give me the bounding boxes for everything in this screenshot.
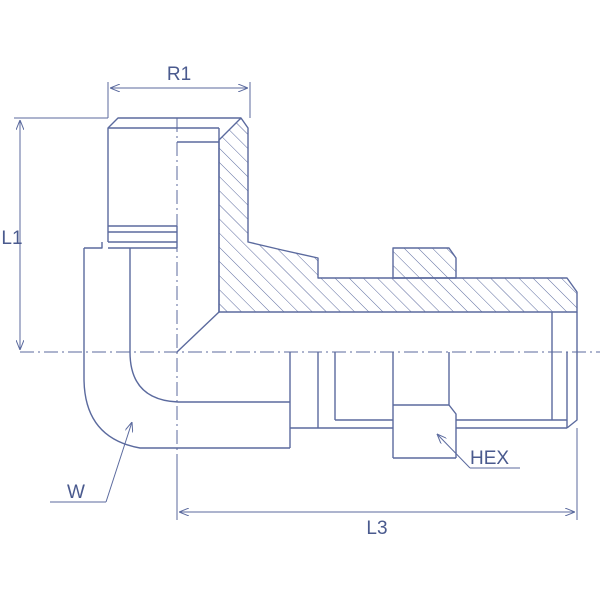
dimension-l1: L1 bbox=[1, 117, 108, 350]
top-port bbox=[84, 117, 241, 312]
leader-w: W bbox=[50, 422, 132, 503]
dimension-l3: L3 bbox=[176, 428, 578, 539]
leader-hex: HEX bbox=[437, 434, 520, 469]
nut-section-hatch bbox=[392, 247, 457, 279]
body-section-hatch bbox=[218, 117, 578, 313]
r1-label: R1 bbox=[167, 64, 191, 85]
hex-nut bbox=[392, 352, 457, 459]
elbow-body bbox=[83, 248, 393, 449]
w-label: W bbox=[67, 482, 85, 503]
hex-label: HEX bbox=[470, 448, 509, 469]
stud-end bbox=[334, 312, 578, 429]
dimension-r1: R1 bbox=[107, 64, 251, 118]
l1-label: L1 bbox=[1, 228, 22, 249]
l3-label: L3 bbox=[366, 518, 387, 539]
